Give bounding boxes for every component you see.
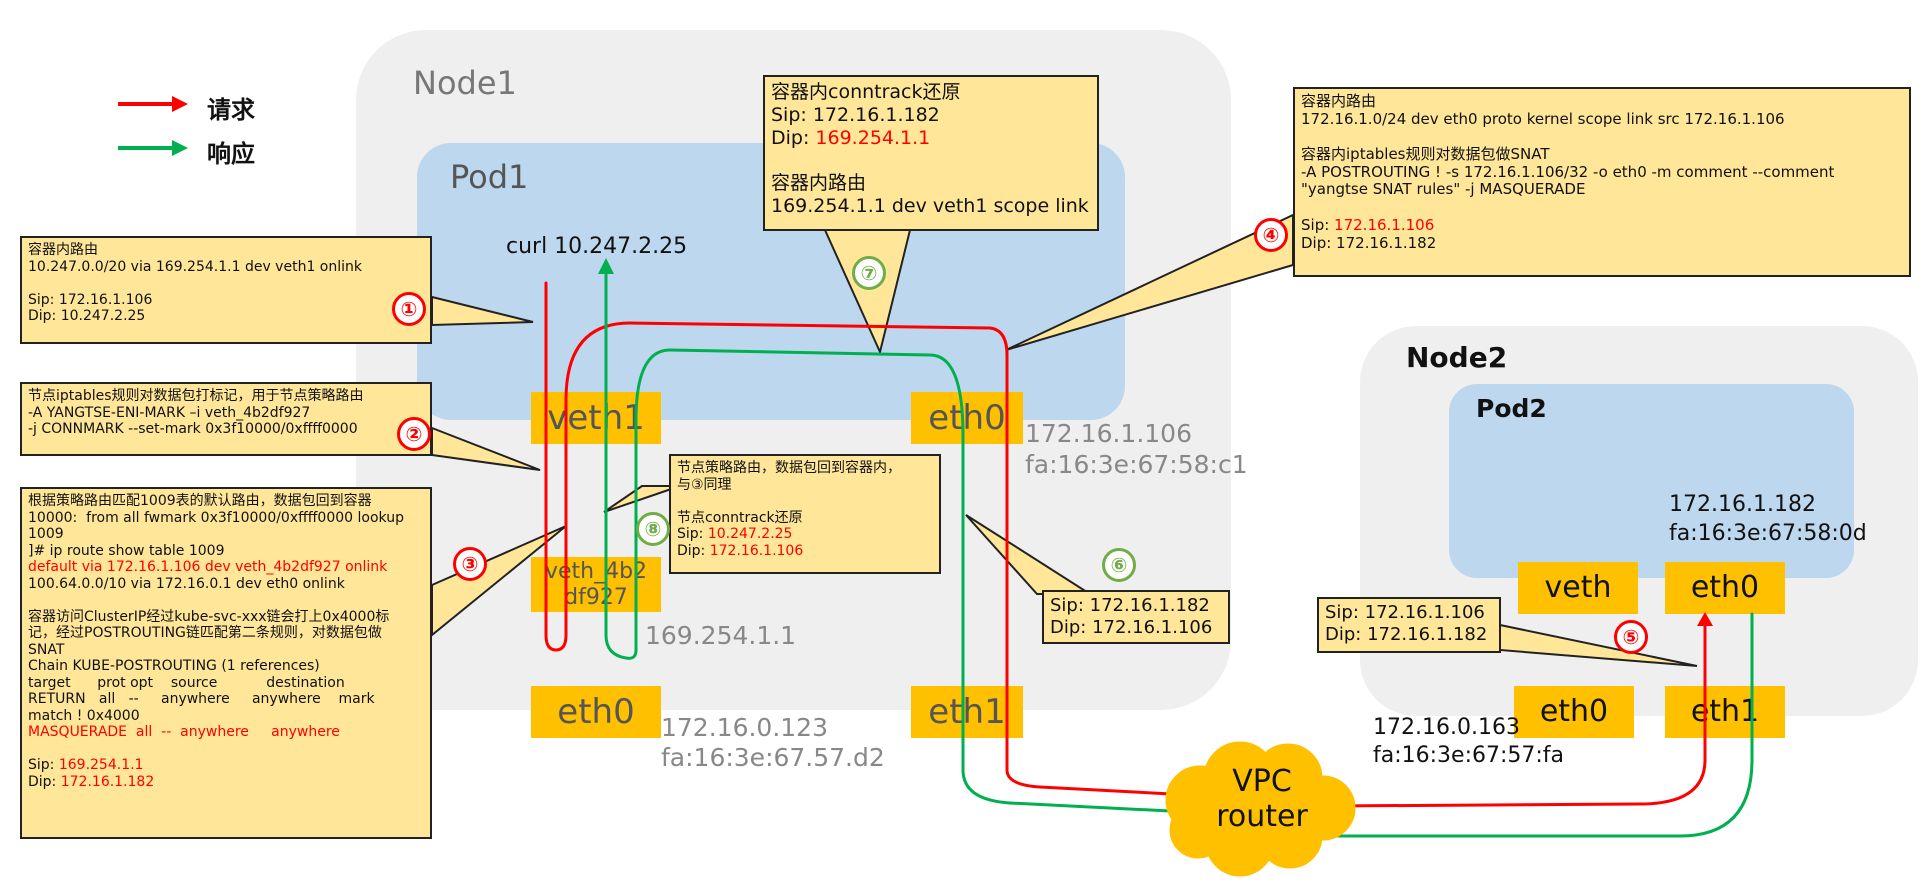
node1-eth0-mac: fa:16:3e:67.57.d2 — [661, 743, 885, 772]
vpc-router-cloud — [1165, 741, 1356, 877]
step-5-marker: ⑤ — [1614, 620, 1648, 654]
step-8-marker: ⑧ — [636, 512, 670, 546]
curl-command: curl 10.247.2.25 — [506, 234, 688, 259]
step-2-marker: ② — [397, 417, 431, 451]
node2-title: Node2 — [1406, 341, 1508, 374]
step-6-marker: ⑥ — [1102, 548, 1136, 582]
callout8-pointer — [603, 485, 681, 513]
request-flow-line-node2 — [1328, 618, 1707, 808]
response-flow-line-node2 — [1328, 612, 1754, 838]
callout-step2: 节点iptables规则对数据包打标记，用于节点策略路由 -A YANGTSE-… — [20, 382, 432, 456]
legend-response-label: 响应 — [207, 140, 255, 168]
node2-eth1-mac: fa:16:3e:67:57:fa — [1373, 743, 1565, 768]
response-flow-line — [604, 266, 1192, 814]
response-arrowhead-curl — [598, 258, 614, 274]
node2-eth0-interface: eth0 — [1514, 686, 1634, 738]
node1-title: Node1 — [413, 64, 517, 102]
pod2-title: Pod2 — [1476, 394, 1547, 423]
callout4-pointer — [1005, 213, 1294, 351]
callout-step8: 节点策略路由，数据包回到容器内， 与③同理 节点conntrack还原 Sip:… — [669, 454, 941, 574]
pod1-eth0-ip: 172.16.1.106 — [1025, 419, 1192, 448]
step-4-marker: ④ — [1254, 218, 1288, 252]
legend-response-arrowhead — [172, 140, 188, 156]
step-1-marker: ① — [392, 292, 426, 326]
callout2-pointer — [431, 426, 541, 471]
step-3-marker: ③ — [453, 547, 487, 581]
pod1-eth0-interface: eth0 — [911, 392, 1023, 444]
callout-step5: Sip: 172.16.1.106 Dip: 172.16.1.182 — [1317, 597, 1501, 653]
node2-eth1-interface: eth1 — [1665, 686, 1785, 738]
pod1-title: Pod1 — [450, 158, 529, 196]
pod2-region — [1449, 384, 1854, 578]
pod2-eth0-interface: eth0 — [1665, 562, 1785, 614]
pod2-veth-interface: veth — [1518, 562, 1638, 614]
pod1-eth0-mac: fa:16:3e:67:58:c1 — [1025, 450, 1248, 479]
node1-eth1-interface: eth1 — [911, 686, 1023, 738]
request-flow-line — [544, 281, 1192, 797]
pod2-eth0-ip: 172.16.1.182 — [1669, 492, 1816, 517]
callout-step3: 根据策略路由匹配1009表的默认路由，数据包回到容器 10000: from a… — [20, 487, 432, 839]
callout7-pointer — [823, 229, 912, 356]
node1-eth0-ip: 172.16.0.123 — [661, 713, 828, 742]
callout-step7: 容器内conntrack还原 Sip: 172.16.1.182 Dip: 16… — [763, 75, 1099, 231]
node1-eth0-interface: eth0 — [531, 686, 661, 738]
node1-veth-host-interface: veth_4b2 df927 — [531, 557, 661, 612]
callout-step6: Sip: 172.16.1.182 Dip: 172.16.1.106 — [1042, 590, 1230, 644]
veth-host-ip: 169.254.1.1 — [645, 621, 797, 650]
legend-request-label: 请求 — [207, 96, 255, 124]
step-7-marker: ⑦ — [852, 256, 886, 290]
pod2-eth0-mac: fa:16:3e:67:58:0d — [1669, 521, 1867, 546]
callout6-pointer — [965, 514, 1094, 595]
request-arrowhead-pod2 — [1697, 612, 1713, 626]
callout-step4: 容器内路由 172.16.1.0/24 dev eth0 proto kerne… — [1293, 87, 1911, 277]
pod1-veth1-interface: veth1 — [531, 392, 661, 444]
callout5-pointer — [1499, 623, 1698, 667]
legend-request-arrowhead — [172, 96, 188, 112]
vpc-router-label: VPC router — [1216, 764, 1308, 835]
callout-step1: 容器内路由 10.247.0.0/20 via 169.254.1.1 dev … — [20, 236, 432, 344]
node2-eth1-ip: 172.16.0.163 — [1373, 715, 1520, 740]
callout1-pointer — [431, 295, 534, 327]
callout3-pointer — [431, 525, 567, 638]
